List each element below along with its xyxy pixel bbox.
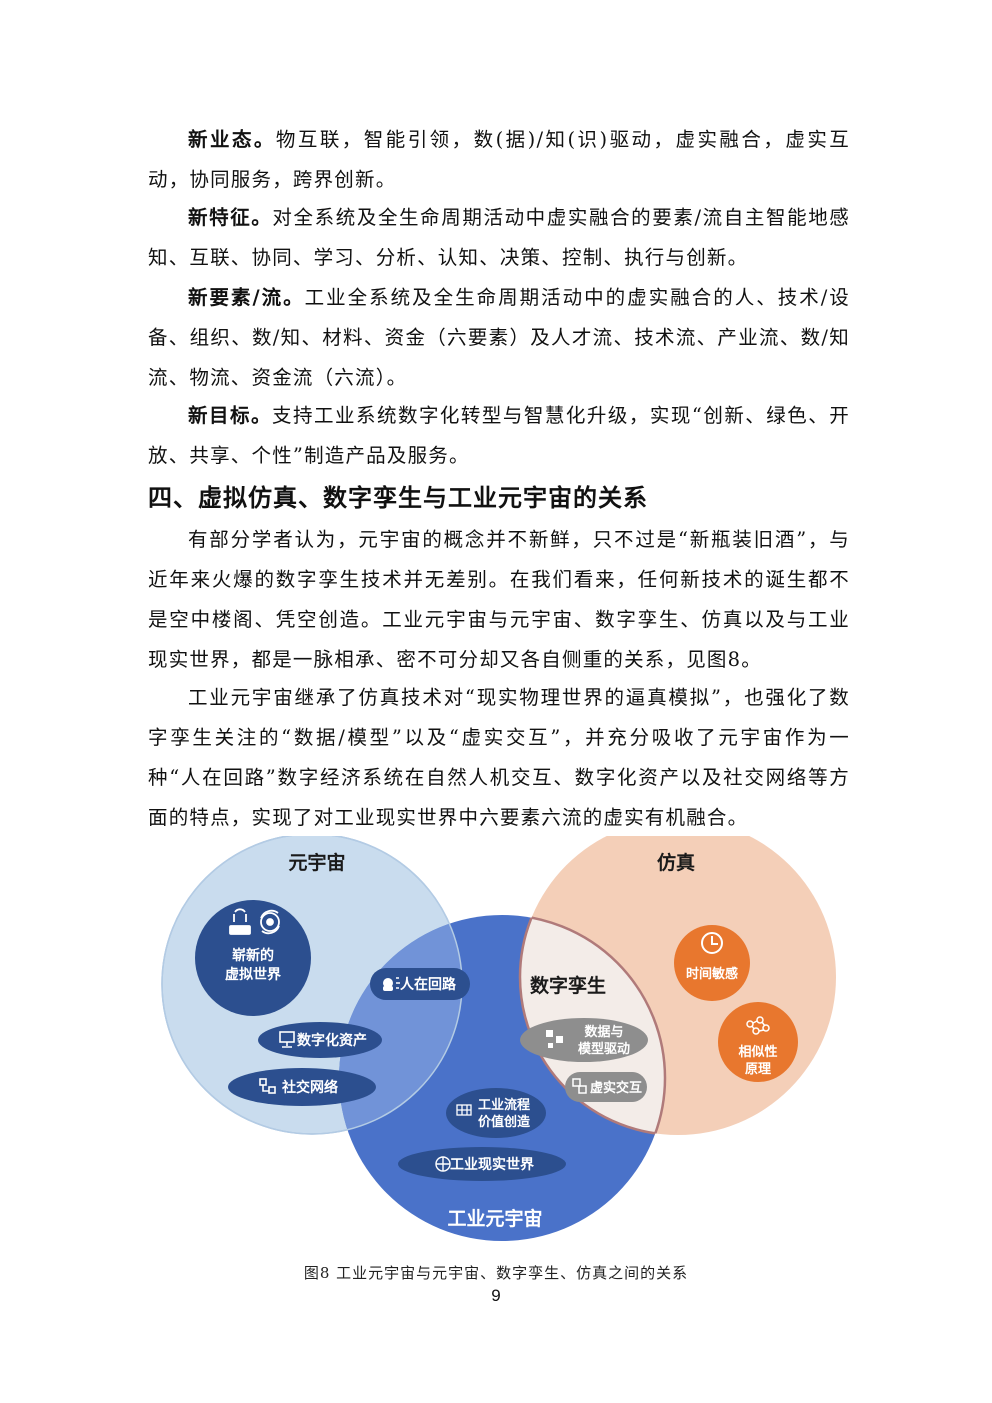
process-value-pill — [446, 1088, 546, 1138]
body-paragraph: 工业元宇宙继承了仿真技术对“现实物理世界的逼真模拟”，也强化了数字孪生关注的“数… — [148, 686, 850, 829]
human-loop-pill — [370, 968, 470, 1000]
time-sensitive-label: 时间敏感 — [686, 966, 738, 982]
paragraph-lead: 新要素/流。 — [188, 286, 305, 309]
refresh-globe-icon — [260, 909, 280, 935]
data-blocks-icon — [546, 1030, 563, 1048]
social-network-pill — [228, 1068, 376, 1106]
twin-outline-inner — [520, 913, 667, 1135]
page-number: 9 — [491, 1286, 501, 1305]
similarity-badge — [718, 1002, 798, 1082]
process-line1: 工业流程 — [478, 1097, 530, 1113]
section-heading: 四、虚拟仿真、数字孪生与工业元宇宙的关系 — [148, 484, 648, 512]
paragraph-new-elements: 新要素/流。工业全系统及全生命周期活动中的虚实融合的人、技术/设备、组织、数/知… — [148, 278, 850, 398]
human-loop-label: 人在回路 — [400, 976, 457, 993]
new-world-line1: 崭新的 — [232, 947, 274, 964]
real-world-label: 工业现实世界 — [450, 1156, 535, 1173]
industrial-label: 工业元宇宙 — [447, 1207, 542, 1230]
wifi-router-icon — [229, 908, 251, 935]
metaverse-label: 元宇宙 — [288, 851, 345, 874]
factory-grid-icon — [456, 1104, 472, 1116]
similarity-line2: 原理 — [745, 1062, 771, 1077]
paragraph-new-format: 新业态。物互联，智能引领，数(据)/知(识)驱动，虚实融合，虚实互动，协同服务，… — [148, 120, 850, 200]
figure-caption: 图8 工业元宇宙与元宇宙、数字孪生、仿真之间的关系 — [303, 1264, 689, 1282]
data-model-line1: 数据与 — [584, 1024, 623, 1040]
speaking-head-icon — [383, 977, 400, 991]
paragraph-text: 对全系统及全生命周期活动中虚实融合的要素/流自主智能地感知、互联、协同、学习、分… — [148, 206, 850, 269]
simulation-label: 仿真 — [657, 851, 695, 874]
interaction-icon — [572, 1078, 587, 1094]
paragraph-text: 物互联，智能引领，数(据)/知(识)驱动，虚实融合，虚实互动，协同服务，跨界创新… — [148, 128, 850, 191]
data-model-line2: 模型驱动 — [578, 1041, 630, 1057]
digital-assets-label: 数字化资产 — [297, 1032, 367, 1049]
virtual-real-pill — [565, 1072, 647, 1102]
paragraph-new-goal: 新目标。支持工业系统数字化转型与智慧化升级，实现“创新、绿色、开放、共享、个性”… — [148, 396, 850, 476]
new-world-badge — [195, 900, 311, 1016]
digital-twin-label: 数字孪生 — [530, 974, 606, 997]
venn-diagram: 元宇宙 仿真 数字孪生 工业元宇宙 崭新的 虚拟世界 人在回路 — [161, 836, 836, 1241]
globe-gear-icon — [435, 1156, 451, 1172]
metaverse-overlap — [339, 915, 462, 1134]
virtual-real-label: 虚实交互 — [590, 1080, 642, 1096]
process-line2: 价值创造 — [478, 1114, 531, 1130]
twin-outline — [518, 915, 665, 1137]
new-world-line2: 虚拟世界 — [225, 966, 282, 983]
paragraph-text: 工业全系统及全生命周期活动中的虚实融合的人、技术/设备、组织、数/知、材料、资金… — [148, 286, 850, 389]
real-world-pill — [398, 1147, 566, 1181]
paragraph-new-feature: 新特征。对全系统及全生命周期活动中虚实融合的要素/流自主智能地感知、互联、协同、… — [148, 198, 850, 278]
paragraph-lead: 新业态。 — [188, 128, 276, 151]
molecule-icon — [746, 1016, 770, 1035]
paragraph-lead: 新目标。 — [188, 404, 272, 427]
similarity-line1: 相似性 — [738, 1044, 777, 1060]
network-nodes-icon — [259, 1078, 276, 1094]
time-sensitive-badge — [674, 925, 750, 1001]
digital-assets-pill — [258, 1022, 382, 1058]
monitor-icon — [279, 1031, 295, 1048]
paragraph-lead: 新特征。 — [188, 206, 273, 229]
social-network-label: 社交网络 — [281, 1079, 338, 1096]
clock-icon — [701, 932, 723, 954]
data-model-pill — [520, 1018, 648, 1062]
paragraph-text: 支持工业系统数字化转型与智慧化升级，实现“创新、绿色、开放、共享、个性”制造产品… — [148, 404, 850, 467]
body-paragraph: 有部分学者认为，元宇宙的概念并不新鲜，只不过是“新瓶装旧酒”，与近年来火爆的数字… — [148, 528, 850, 671]
